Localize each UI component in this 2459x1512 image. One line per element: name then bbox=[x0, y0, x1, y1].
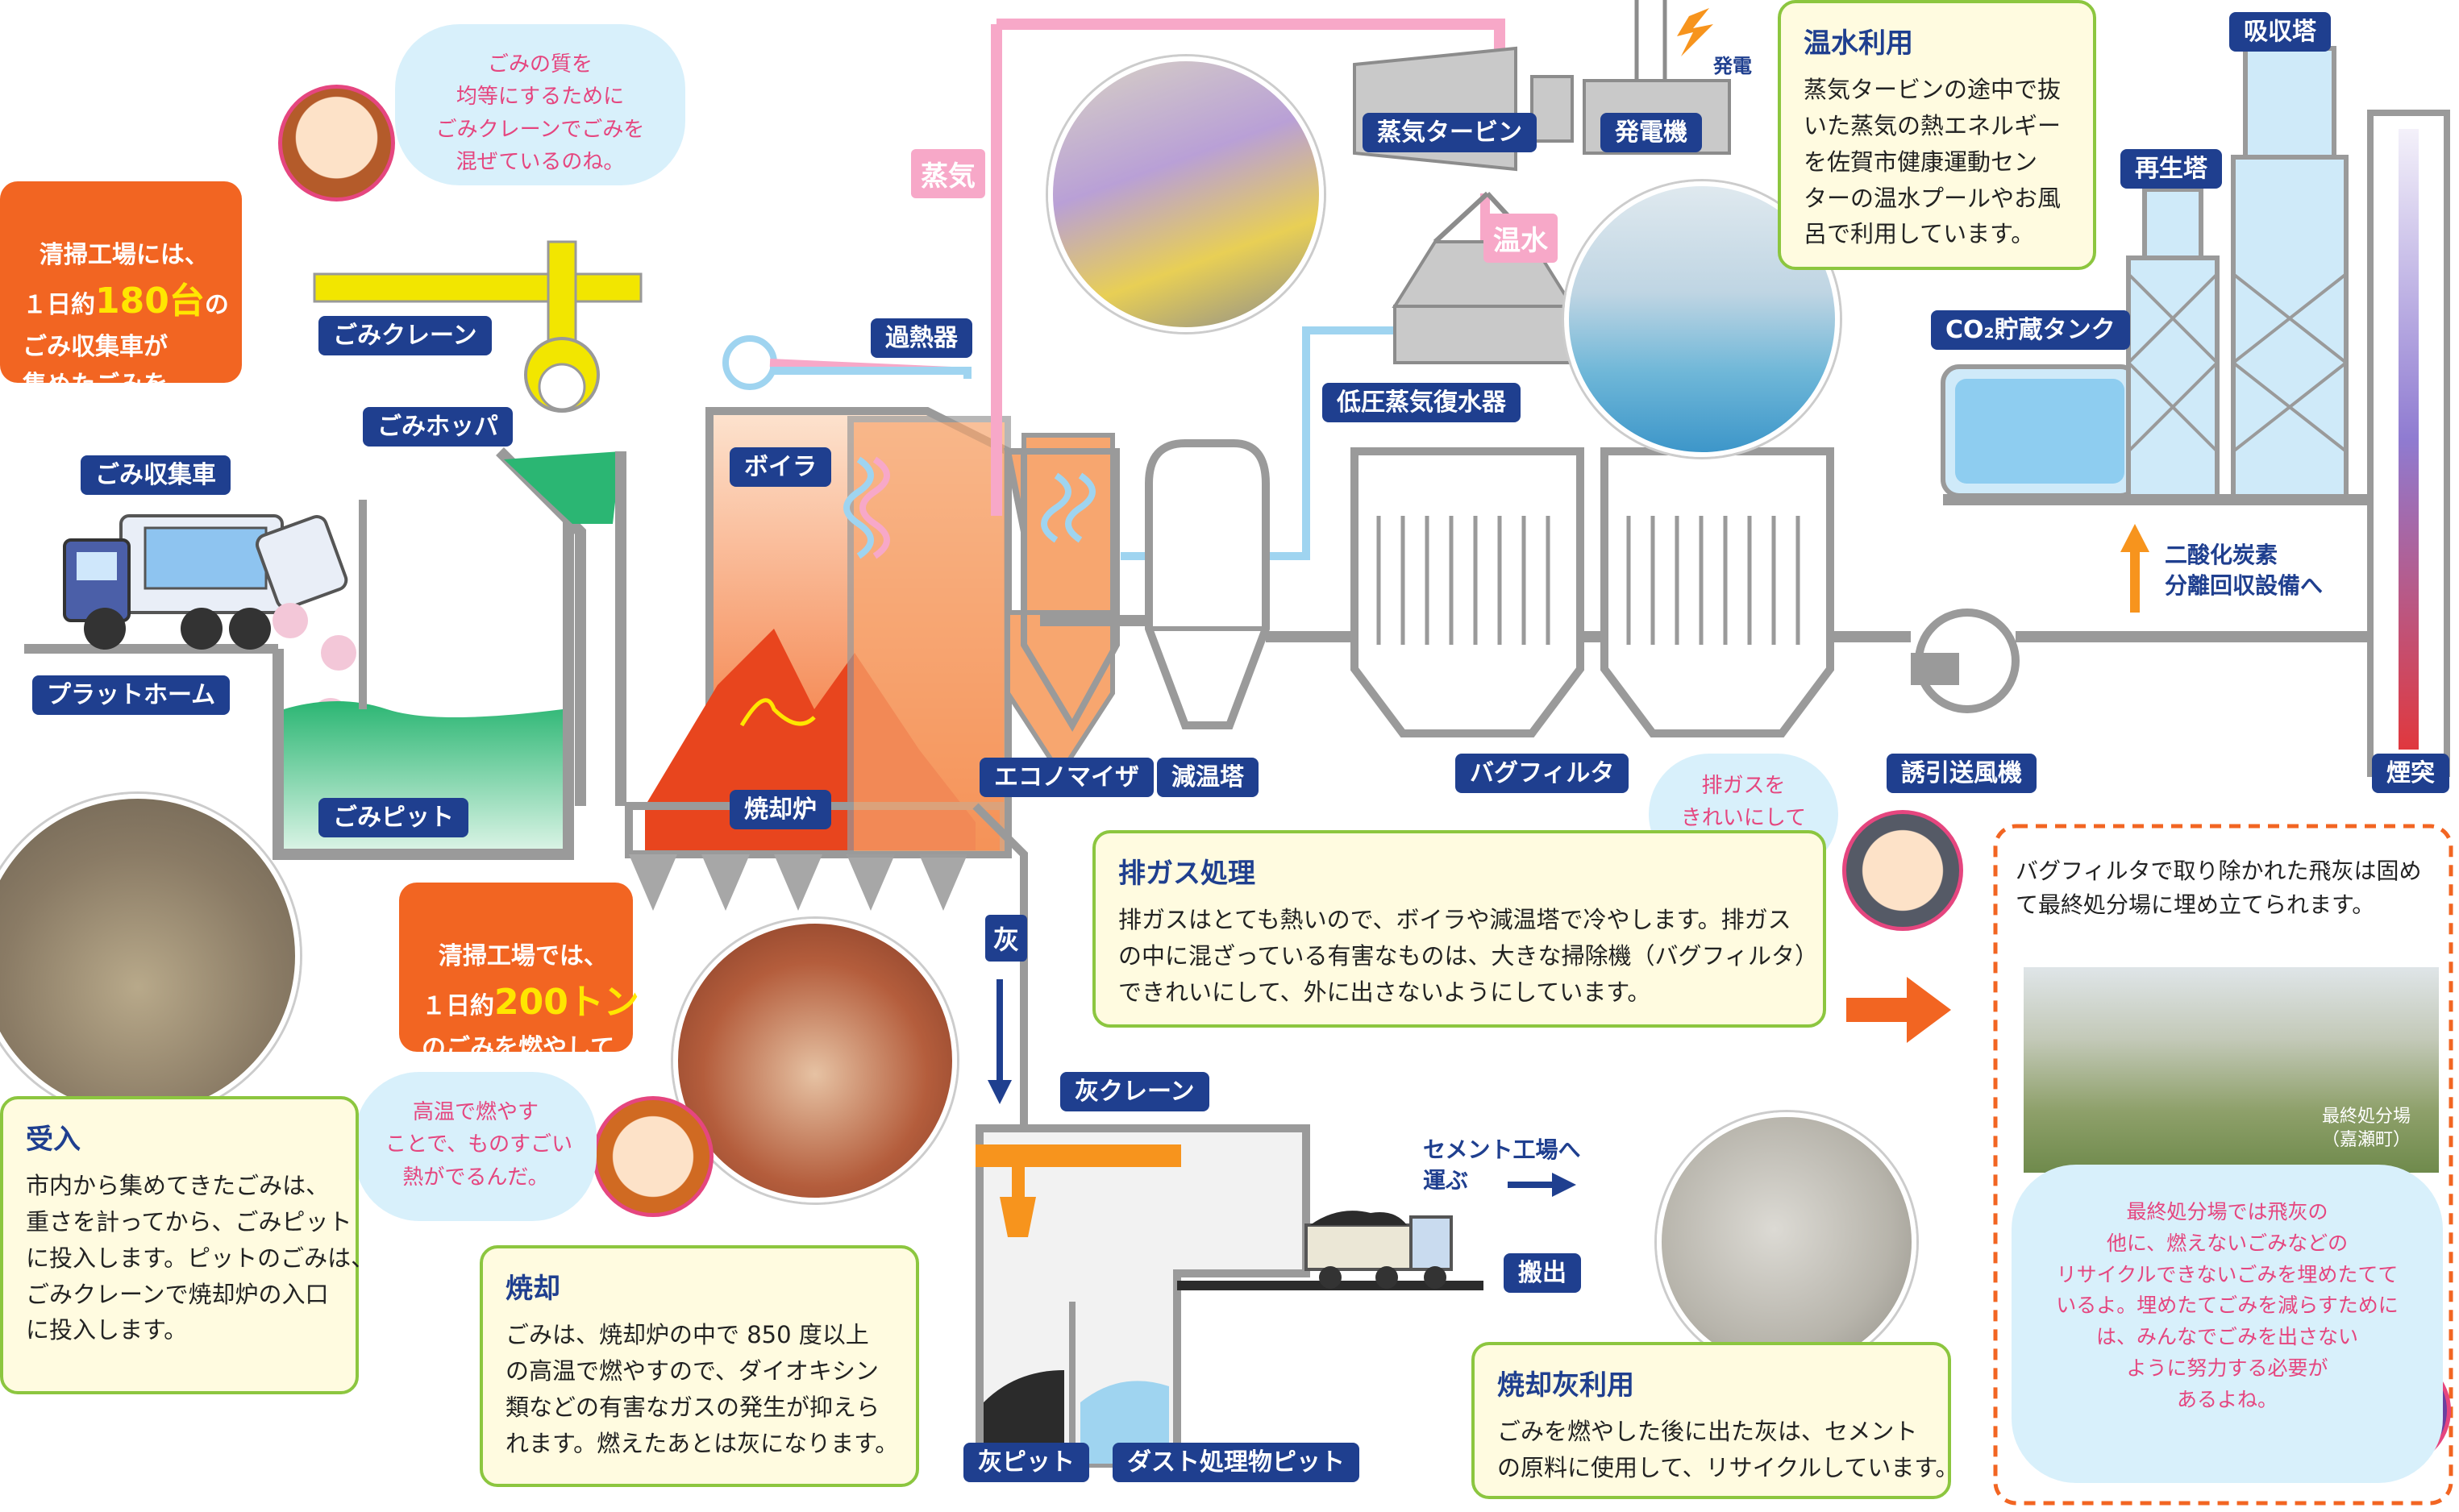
label-turbine: 蒸気タービン bbox=[1363, 113, 1537, 152]
box-warm-water-body: 蒸気タービンの途中で抜 いた蒸気の熱エネルギー を佐賀市健康運動セン ターの温水… bbox=[1804, 75, 2062, 248]
box-warm-water: 温水利用 蒸気タービンの途中で抜 いた蒸気の熱エネルギー を佐賀市健康運動セン … bbox=[1778, 0, 2096, 270]
label-carry-out: 搬出 bbox=[1504, 1253, 1581, 1293]
label-pit: ごみピット bbox=[318, 798, 468, 837]
label-economizer: エコノマイザ bbox=[980, 758, 1154, 797]
photo-furnace bbox=[673, 919, 957, 1203]
box-exhaust-title: 排ガス処理 bbox=[1118, 858, 1255, 890]
label-dust-pit: ダスト処理物ピット bbox=[1113, 1443, 1359, 1482]
box-warm-water-title: 温水利用 bbox=[1804, 27, 1913, 60]
co2-arrow-icon bbox=[2120, 524, 2149, 613]
photo-landfill bbox=[2024, 967, 2439, 1173]
label-ash-crane: 灰クレーン bbox=[1060, 1072, 1209, 1111]
label-warm-water: 温水 bbox=[1483, 214, 1558, 263]
landfill-frame bbox=[1993, 824, 2453, 1506]
label-hopper: ごみホッパ bbox=[363, 407, 513, 447]
box-incineration: 焼却 ごみは、焼却炉の中で 850 度以上 の高温で燃やすので、ダイオキシン 類… bbox=[480, 1245, 919, 1487]
garbage-crane bbox=[313, 240, 643, 413]
label-absorb-tower: 吸収塔 bbox=[2229, 12, 2331, 52]
induced-fan bbox=[1911, 609, 2403, 713]
photo-turbine bbox=[1048, 56, 1324, 332]
note-trucks-number: 180台 bbox=[95, 280, 205, 322]
text-fly-ash: バグフィルタで取り除かれた飛灰は固め て最終処分場に埋め立てられます。 bbox=[2016, 858, 2422, 918]
note-trucks-per-day: 清掃工場には、 １日約180台の ごみ収集車が 集めたごみを 運んできます。 bbox=[0, 181, 242, 436]
label-platform: プラットホーム bbox=[32, 675, 231, 715]
label-crane: ごみクレーン bbox=[318, 316, 492, 355]
label-generator: 発電機 bbox=[1600, 113, 1702, 152]
box-receive-title: 受入 bbox=[26, 1124, 81, 1156]
photo-pool bbox=[1564, 181, 1840, 457]
box-ash-use-title: 焼却灰利用 bbox=[1497, 1369, 1634, 1402]
label-landfill-photo: 最終処分場 （嘉瀬町） bbox=[2322, 1107, 2411, 1150]
label-superheater: 過熱器 bbox=[871, 318, 972, 358]
photo-pit bbox=[0, 794, 300, 1118]
man-avatar bbox=[1842, 810, 1963, 931]
ash-truck-icon bbox=[1304, 1211, 1453, 1289]
garbage-truck-icon bbox=[63, 514, 356, 737]
note-trucks-prefix: 清掃工場には、 １日約 bbox=[23, 240, 209, 320]
label-condenser: 低圧蒸気復水器 bbox=[1322, 383, 1521, 422]
note-burn-number: 200トン bbox=[494, 982, 639, 1023]
label-chimney: 煙突 bbox=[2372, 754, 2449, 793]
label-co2-tank: CO₂貯蔵タンク bbox=[1931, 310, 2130, 350]
cloud-boy: 高温で燃やす ことで、ものすごい 熱がでるんだ。 bbox=[355, 1072, 597, 1221]
label-truck: ごみ収集車 bbox=[81, 455, 231, 495]
hopper bbox=[496, 447, 626, 806]
photo-ash bbox=[1657, 1112, 1916, 1372]
label-co2-destination: 二酸化炭素 分離回収設備へ bbox=[2165, 542, 2324, 599]
box-receive: 受入 市内から集めてきたごみは、 重さを計ってから、ごみピット に投入します。ピ… bbox=[0, 1096, 375, 1394]
economizer bbox=[1021, 448, 1120, 733]
box-incineration-body: ごみは、焼却炉の中で 850 度以上 の高温で燃やすので、ダイオキシン 類などの… bbox=[506, 1320, 899, 1457]
bag-filters bbox=[1266, 447, 1911, 737]
box-exhaust: 排ガス処理 排ガスはとても熱いので、ボイラや減温塔で冷やします。排ガス の中に混… bbox=[1092, 830, 1826, 1028]
box-receive-body: 市内から集めてきたごみは、 重さを計ってから、ごみピット に投入します。ピットの… bbox=[26, 1171, 375, 1344]
box-incineration-title: 焼却 bbox=[506, 1273, 560, 1305]
label-cooling-tower: 減温塔 bbox=[1157, 758, 1259, 797]
cloud-woman: 最終処分場では飛灰の 他に、燃えないごみなどの リサイクルできないごみを埋めたて… bbox=[2012, 1165, 2443, 1483]
label-furnace: 焼却炉 bbox=[730, 790, 831, 829]
label-power: 発電 bbox=[1713, 55, 1752, 77]
cooling-tower bbox=[1040, 439, 1270, 729]
box-ash-use-body: ごみを燃やした後に出た灰は、セメント の原料に使用して、リサイクルしています。 bbox=[1497, 1417, 1959, 1481]
note-burn-prefix: 清掃工場では、 １日約 bbox=[422, 941, 608, 1021]
label-regen-tower: 再生塔 bbox=[2120, 149, 2222, 189]
label-ash-pit: 灰ピット bbox=[963, 1443, 1089, 1482]
arrows bbox=[1508, 977, 1951, 1197]
boy-avatar bbox=[593, 1096, 714, 1217]
girl-avatar bbox=[278, 85, 395, 201]
note-tons-per-day: 清掃工場では、 １日約200トン のごみを燃やして います。 bbox=[399, 883, 639, 1100]
label-fan: 誘引送風機 bbox=[1887, 754, 2037, 793]
chimney bbox=[2367, 110, 2450, 777]
label-bag-filter: バグフィルタ bbox=[1455, 754, 1629, 793]
box-ash-use: 焼却灰利用 ごみを燃やした後に出た灰は、セメント の原料に使用して、リサイクルし… bbox=[1471, 1342, 1959, 1499]
box-exhaust-body: 排ガスはとても熱いので、ボイラや減温塔で冷やします。排ガス の中に混ざっている有… bbox=[1118, 905, 1818, 1006]
label-boiler: ボイラ bbox=[730, 447, 831, 487]
label-ash: 灰 bbox=[985, 915, 1028, 962]
cloud-girl: ごみの質を 均等にするために ごみクレーンでごみを 混ぜているのね。 bbox=[395, 24, 685, 185]
note-trucks-suffix: の ごみ収集車が 集めたごみを 運んできます。 bbox=[23, 291, 229, 437]
label-cement: セメント工場へ 運ぶ bbox=[1423, 1136, 1581, 1194]
label-steam: 蒸気 bbox=[911, 149, 985, 198]
